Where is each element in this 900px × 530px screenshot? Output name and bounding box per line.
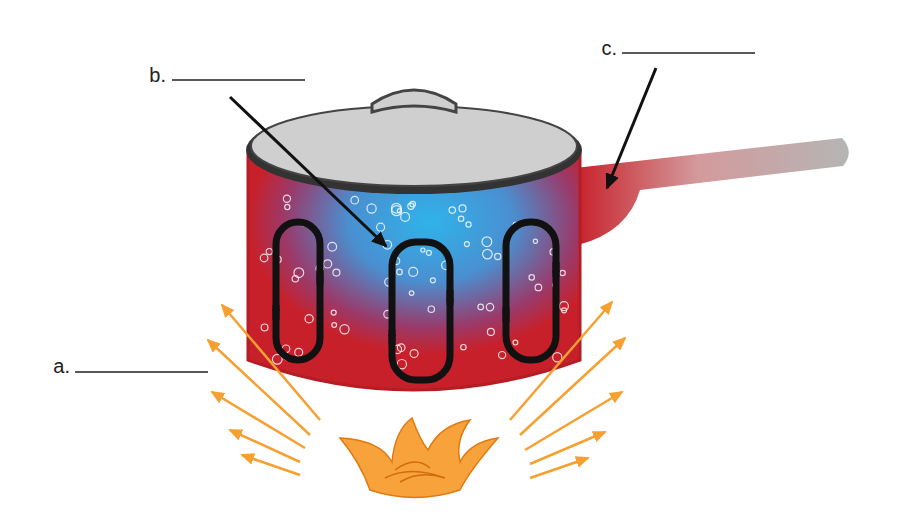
question-letter: b. bbox=[149, 65, 166, 85]
answer-blanks bbox=[75, 53, 755, 372]
bubbles bbox=[260, 195, 568, 369]
lid-knob bbox=[372, 90, 456, 112]
pot-handle bbox=[575, 138, 849, 245]
pot-lid bbox=[246, 106, 582, 194]
question-letter: c. bbox=[601, 38, 617, 58]
flame bbox=[340, 418, 498, 498]
leader-arrows bbox=[230, 68, 656, 246]
question-letter: a. bbox=[53, 356, 70, 376]
convection-loops bbox=[276, 222, 556, 380]
